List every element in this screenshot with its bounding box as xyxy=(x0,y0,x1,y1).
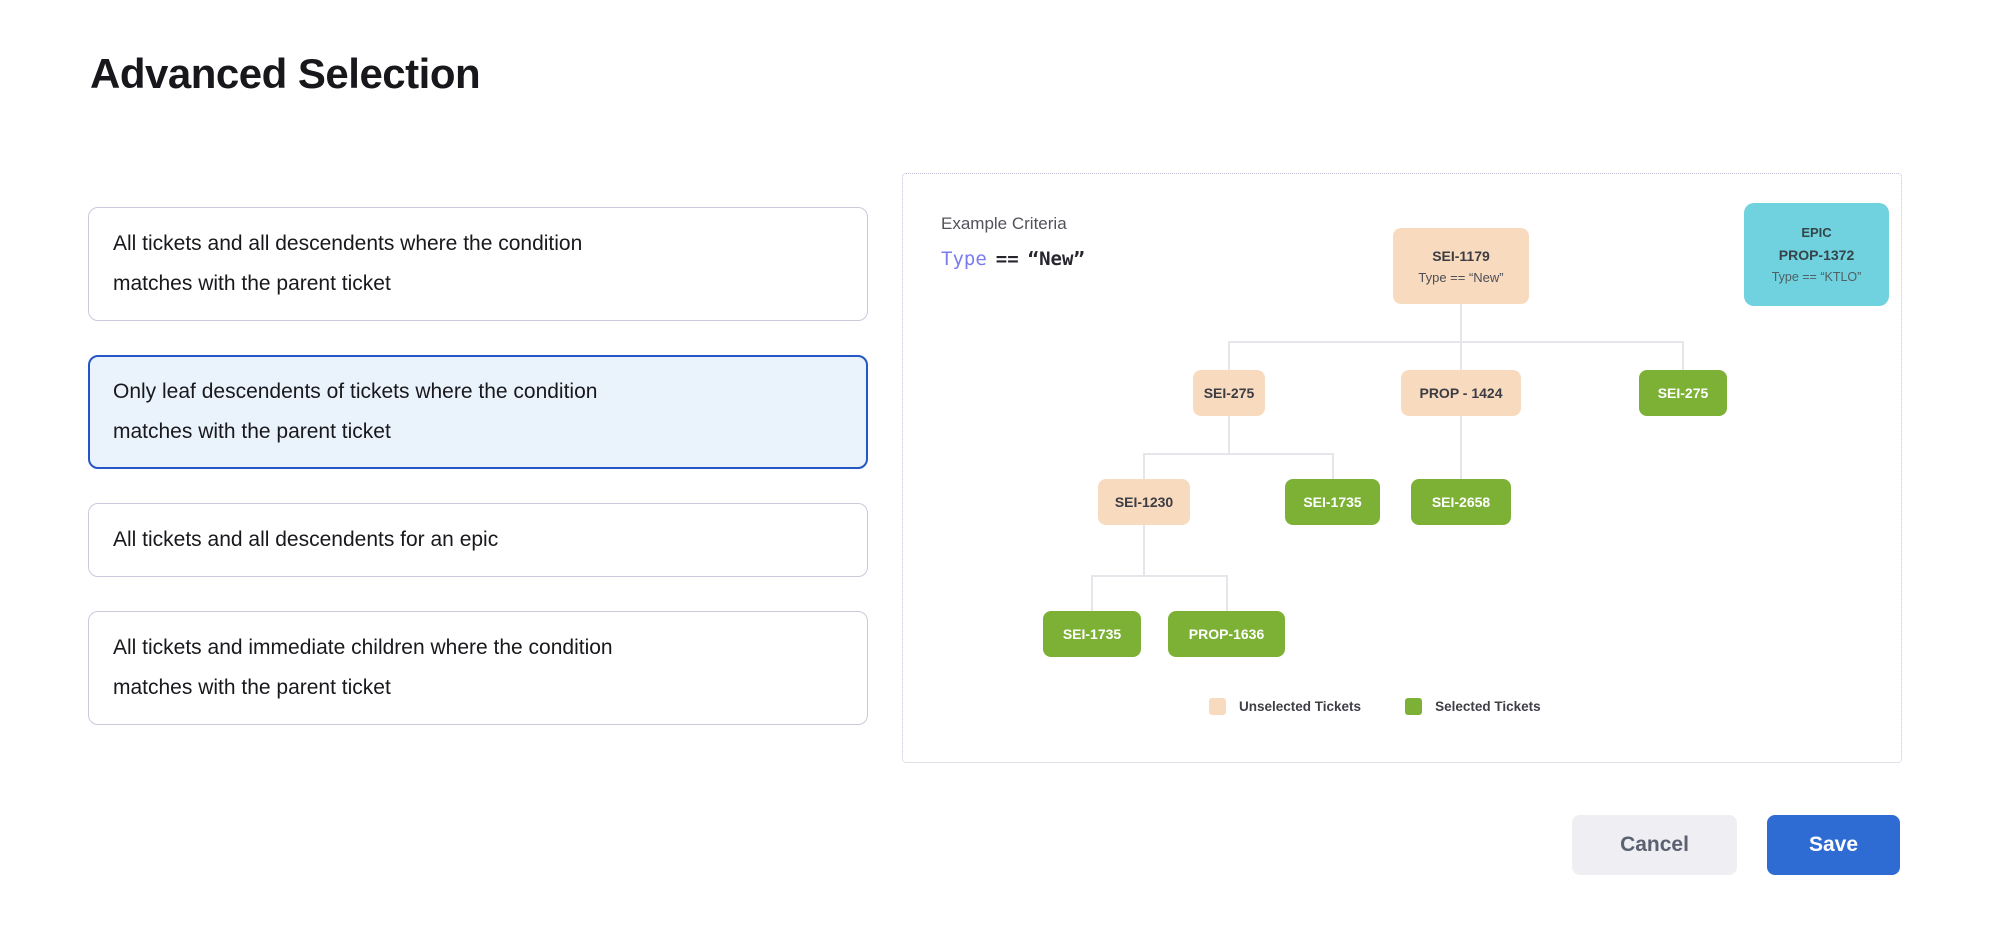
connector-line xyxy=(1228,341,1230,370)
ticket-id: PROP-1636 xyxy=(1188,626,1265,642)
legend-label: Selected Tickets xyxy=(1435,699,1541,714)
ticket-id: SEI-1735 xyxy=(1303,494,1362,510)
ticket-node: SEI-2658 xyxy=(1411,479,1511,525)
connector-line xyxy=(1091,575,1093,611)
option-leaf-descendents[interactable]: Only leaf descendents of tickets where t… xyxy=(88,355,868,469)
save-button[interactable]: Save xyxy=(1767,815,1900,875)
option-epic-descendents[interactable]: All tickets and all descendents for an e… xyxy=(88,503,868,577)
option-immediate-children[interactable]: All tickets and immediate children where… xyxy=(88,611,868,725)
connector-line xyxy=(1143,453,1145,479)
ticket-node: PROP - 1424 xyxy=(1401,370,1521,416)
unselected-swatch xyxy=(1209,698,1226,715)
ticket-node-root: SEI-1179 Type == “New” xyxy=(1393,228,1529,304)
option-label: Only leaf descendents of tickets where t… xyxy=(113,380,598,443)
ticket-node: SEI-1735 xyxy=(1043,611,1141,657)
option-label: All tickets and all descendents where th… xyxy=(113,232,583,295)
example-criteria-panel: Example Criteria Type == “New” SEI-1179 Ty… xyxy=(902,173,1902,763)
epic-card: EPIC PROP-1372 Type == “KTLO” xyxy=(1744,203,1889,306)
ticket-id: SEI-1735 xyxy=(1062,626,1122,642)
connector-line xyxy=(1460,341,1462,370)
criteria-expression: Type == “New” xyxy=(941,248,1085,270)
criteria-field: Type xyxy=(941,248,987,270)
ticket-id: SEI-1230 xyxy=(1114,494,1174,510)
epic-condition: Type == “KTLO” xyxy=(1771,270,1862,284)
connector-line xyxy=(1228,416,1230,453)
selected-swatch xyxy=(1405,698,1423,715)
connector-line xyxy=(1092,575,1227,577)
legend: Unselected Tickets Selected Tickets xyxy=(1209,698,1541,715)
ticket-condition: Type == “New” xyxy=(1418,269,1504,285)
connector-line xyxy=(1144,453,1333,455)
connector-line xyxy=(1460,304,1462,341)
ticket-id: SEI-275 xyxy=(1657,385,1709,401)
selection-options-list: All tickets and all descendents where th… xyxy=(88,207,868,725)
example-criteria-heading: Example Criteria xyxy=(941,214,1067,233)
connector-line xyxy=(1332,453,1334,479)
option-all-descendents[interactable]: All tickets and all descendents where th… xyxy=(88,207,868,321)
connector-line xyxy=(1229,341,1683,343)
connector-line xyxy=(1682,341,1684,370)
legend-item-unselected: Unselected Tickets xyxy=(1209,698,1361,715)
ticket-node: SEI-1230 xyxy=(1098,479,1190,525)
ticket-node: SEI-1735 xyxy=(1285,479,1380,525)
cancel-button[interactable]: Cancel xyxy=(1572,815,1737,875)
epic-type-label: EPIC xyxy=(1801,225,1832,240)
ticket-id: SEI-2658 xyxy=(1431,494,1491,510)
ticket-id: PROP - 1424 xyxy=(1419,385,1503,401)
legend-item-selected: Selected Tickets xyxy=(1405,698,1541,715)
option-label: All tickets and all descendents for an e… xyxy=(113,528,499,551)
option-label: All tickets and immediate children where… xyxy=(113,636,613,699)
ticket-node: PROP-1636 xyxy=(1168,611,1285,657)
epic-id: PROP-1372 xyxy=(1778,247,1855,263)
page-title: Advanced Selection xyxy=(90,50,481,97)
ticket-id: SEI-1179 xyxy=(1432,247,1490,264)
ticket-id: SEI-275 xyxy=(1203,385,1255,401)
ticket-node: SEI-275 xyxy=(1639,370,1727,416)
connector-line xyxy=(1226,575,1228,611)
legend-label: Unselected Tickets xyxy=(1239,699,1362,714)
ticket-node: SEI-275 xyxy=(1193,370,1265,416)
criteria-operator: == xyxy=(995,248,1019,270)
connector-line xyxy=(1460,416,1462,479)
connector-line xyxy=(1143,525,1145,575)
criteria-value: “New” xyxy=(1027,248,1085,270)
